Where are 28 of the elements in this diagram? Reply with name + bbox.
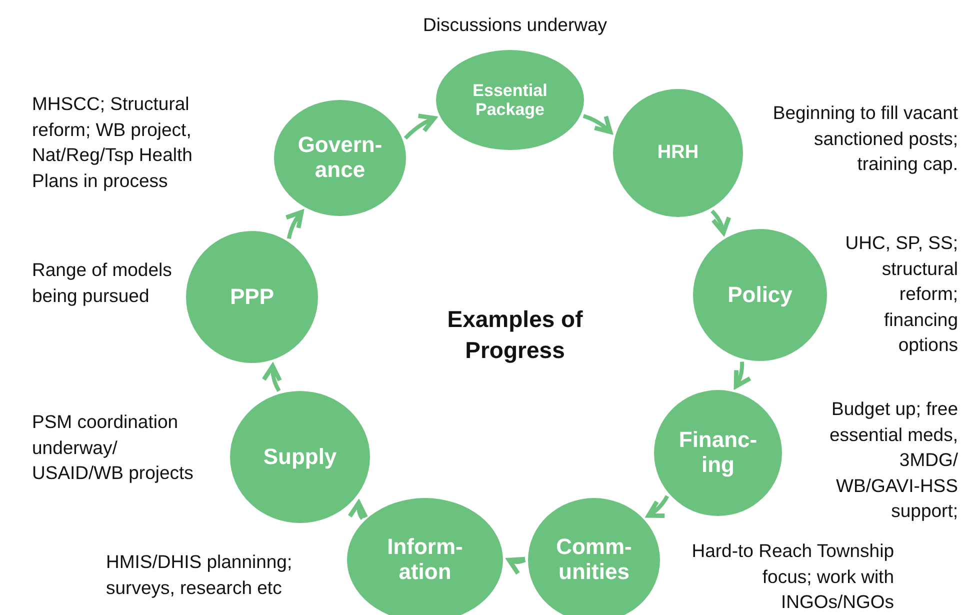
progress-note: Discussions underway bbox=[422, 13, 608, 37]
arrow bbox=[284, 210, 304, 240]
arrow bbox=[262, 364, 282, 392]
progress-note: Budget up; free essential meds, 3MDG/ WB/GAVI-HSS support; bbox=[828, 397, 958, 523]
progress-note: Hard-to Reach Township focus; work with INGOs/NGOs bbox=[690, 539, 894, 614]
progress-note: Beginning to fill vacant sanctioned posts; training cap. bbox=[772, 101, 958, 176]
topic-label: Financ-ing bbox=[678, 428, 758, 478]
progress-note: MHSCC; Structural reform; WB project, Nat/Reg/Tsp Health Plans in process bbox=[32, 92, 194, 193]
progress-note: PSM coordination underway/ USAID/WB projects bbox=[32, 410, 194, 485]
topic-label: Essential Package bbox=[472, 80, 548, 120]
center-title: Examples of Progress bbox=[446, 305, 584, 365]
topic-label: Comm-unities bbox=[555, 535, 633, 585]
progress-note: UHC, SP, SS; structural reform; financing options bbox=[844, 231, 958, 357]
arrow bbox=[734, 362, 752, 388]
arrow bbox=[404, 114, 436, 140]
topic-label: PPP bbox=[230, 284, 274, 310]
arrow bbox=[646, 495, 670, 518]
arrow bbox=[506, 556, 528, 576]
topic-label: Govern-ance bbox=[296, 133, 384, 183]
topic-label: Inform-ation bbox=[386, 535, 464, 585]
topic-label: Policy bbox=[728, 282, 792, 308]
progress-note: HMIS/DHIS planninng; surveys, research etc bbox=[106, 550, 294, 600]
arrow bbox=[582, 114, 612, 134]
progress-note: Range of models being pursued bbox=[32, 258, 172, 308]
topic-label: Supply bbox=[263, 444, 337, 470]
topic-label: HRH bbox=[657, 142, 699, 164]
arrow bbox=[710, 210, 731, 235]
arrow bbox=[348, 500, 368, 520]
